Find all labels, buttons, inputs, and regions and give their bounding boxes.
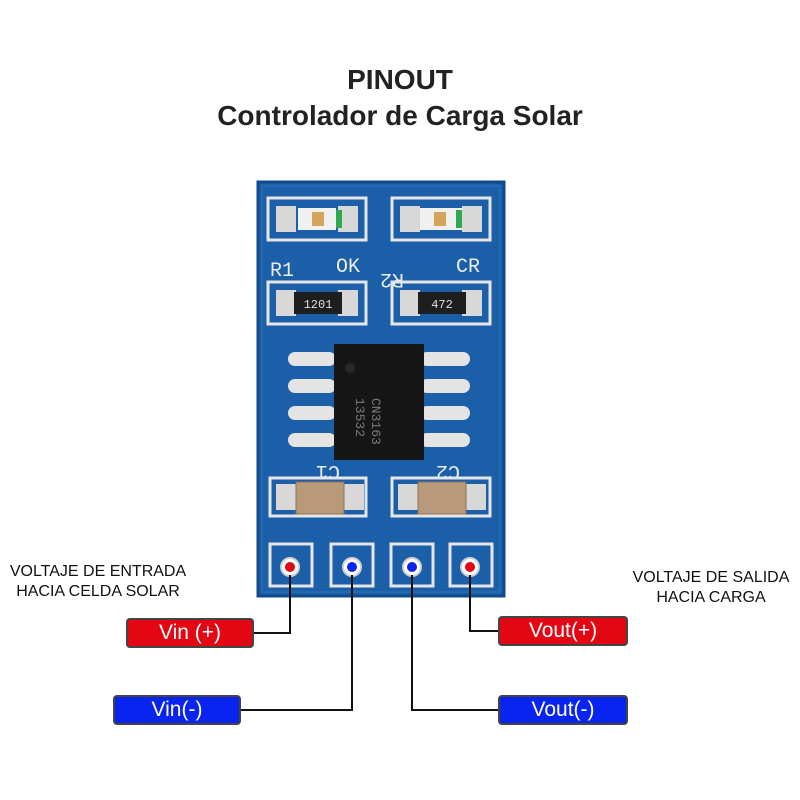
ic-chip: CN3163 13532	[334, 344, 424, 460]
input-label-line2: HACIA CELDA SOLAR	[16, 583, 180, 600]
resistor-r2: 472	[390, 280, 492, 326]
ic-pins	[288, 352, 470, 447]
silk-cr: CR	[456, 256, 480, 279]
silk-c2: C2	[436, 459, 460, 482]
chip-line1: CN3163	[368, 398, 383, 445]
led-cr	[390, 196, 492, 242]
vin-positive-tag: Vin (+)	[126, 618, 254, 648]
leader-vin-neg	[241, 575, 353, 711]
r2-code: 472	[431, 298, 453, 312]
silk-c1: C1	[316, 459, 340, 482]
led-ok	[266, 196, 368, 242]
r1-code: 1201	[304, 298, 333, 312]
output-label-line1: VOLTAJE DE SALIDA	[632, 569, 790, 586]
resistor-r1: 1201	[266, 280, 368, 326]
input-label-line1: VOLTAJE DE ENTRADA	[9, 563, 187, 580]
leader-vout-pos	[469, 575, 498, 632]
page-title: PINOUT	[347, 64, 453, 95]
silk-r2: R2	[380, 267, 404, 290]
vout-positive-tag: Vout(+)	[498, 616, 628, 646]
page-subtitle: Controlador de Carga Solar	[217, 100, 583, 131]
output-label-line2: HACIA CARGA	[656, 589, 766, 606]
capacitor-c2	[390, 476, 492, 518]
vout-negative-tag: Vout(-)	[498, 695, 628, 725]
input-voltage-label: VOLTAJE DE ENTRADA HACIA CELDA SOLAR	[0, 562, 196, 602]
chip-line2: 13532	[352, 398, 367, 437]
leader-vin-pos	[254, 575, 291, 634]
output-voltage-label: VOLTAJE DE SALIDA HACIA CARGA	[620, 568, 800, 608]
silk-ok: OK	[336, 256, 360, 279]
silk-r1: R1	[270, 260, 294, 283]
capacitor-c1	[268, 476, 368, 518]
vin-negative-tag: Vin(-)	[113, 695, 241, 725]
leader-vout-neg	[411, 575, 498, 711]
